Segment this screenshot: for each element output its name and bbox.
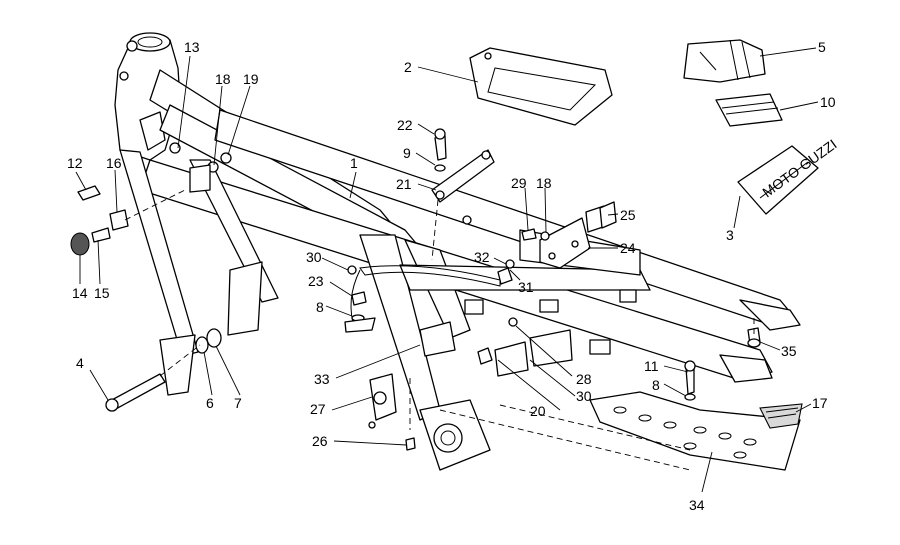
callout-29: 29	[511, 175, 527, 191]
callout-34: 34	[689, 497, 705, 513]
part-2-tray	[469, 47, 613, 126]
callout-9: 9	[403, 145, 411, 161]
callout-22: 22	[397, 117, 413, 133]
bracket-21	[431, 128, 495, 261]
part-5-tool-roll	[683, 39, 766, 83]
part-3-pouch: MOTO GUZZI	[737, 136, 840, 215]
callout-31: 31	[518, 279, 534, 295]
callout-1: 1	[350, 155, 358, 171]
callout-17: 17	[812, 395, 828, 411]
left-small-parts	[344, 265, 456, 451]
callout-27: 27	[310, 401, 326, 417]
callout-35: 35	[781, 343, 797, 359]
callout-12: 12	[67, 155, 83, 171]
callout-30: 30	[306, 249, 322, 265]
callout-25: 25	[620, 207, 636, 223]
callout-23: 23	[308, 273, 324, 289]
callout-18b: 18	[536, 175, 552, 191]
leader-lines	[75, 47, 819, 493]
headstock-fasteners	[70, 142, 232, 412]
callout-6: 6	[206, 395, 214, 411]
callout-18: 18	[215, 71, 231, 87]
bracket-24	[497, 201, 617, 285]
callout-2: 2	[404, 59, 412, 75]
callout-4: 4	[76, 355, 84, 371]
callout-15: 15	[94, 285, 110, 301]
callout-11: 11	[644, 358, 659, 374]
callout-8: 8	[316, 299, 324, 315]
callout-3: 3	[726, 227, 734, 243]
callout-7: 7	[234, 395, 242, 411]
callout-26: 26	[312, 433, 328, 449]
part-35	[747, 318, 761, 348]
main-frame	[114, 32, 801, 471]
callout-16: 16	[106, 155, 122, 171]
plate-34	[439, 360, 803, 471]
callout-24: 24	[620, 240, 636, 256]
callout-5: 5	[818, 39, 826, 55]
callouts: 13 18 19 12 16 14 15 4 6 7 1 2 22 9 21 3…	[67, 39, 836, 513]
callout-13: 13	[184, 39, 200, 55]
callout-33: 33	[314, 371, 330, 387]
callout-28: 28	[576, 371, 592, 387]
callout-10: 10	[820, 94, 836, 110]
callout-21: 21	[396, 176, 412, 192]
part-10-booklet	[715, 93, 783, 127]
callout-19: 19	[243, 71, 259, 87]
callout-30b: 30	[576, 388, 592, 404]
right-small-parts	[477, 317, 573, 377]
callout-32: 32	[474, 249, 490, 265]
callout-14: 14	[72, 285, 88, 301]
callout-20: 20	[530, 403, 546, 419]
callout-8b: 8	[652, 377, 660, 393]
